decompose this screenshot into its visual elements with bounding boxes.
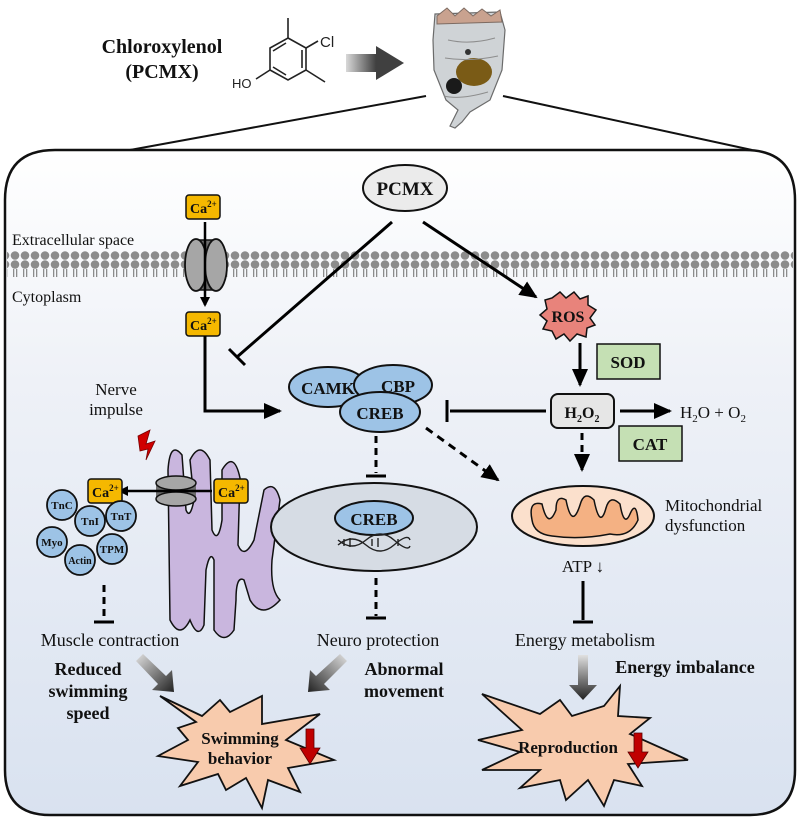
decrease-arrow-icon bbox=[299, 728, 321, 765]
creb-nucleus-label: CREB bbox=[350, 510, 397, 529]
zoom-line-right bbox=[502, 95, 753, 151]
inhibition-bar bbox=[227, 347, 247, 367]
muscle-protein-label: TnC bbox=[51, 500, 72, 512]
chloroxylenol-structure-icon bbox=[255, 18, 326, 83]
neuro-to-swimming-arrow bbox=[308, 654, 347, 692]
muscle-protein-label: TnI bbox=[81, 516, 99, 528]
calcium-to-creb-arrow bbox=[203, 336, 282, 419]
compound-header: Chloroxylenol (PCMX) Cl HO bbox=[102, 7, 753, 151]
water-oxygen-label: H2O + O2 bbox=[680, 403, 746, 425]
decrease-arrow-icon bbox=[627, 732, 649, 769]
h2o2-node: H2O2 bbox=[550, 393, 615, 429]
cbp-label: CBP bbox=[381, 377, 415, 396]
cytoplasm-label: Cytoplasm bbox=[12, 289, 82, 306]
chlorine-label: Cl bbox=[320, 34, 334, 51]
muscle-protein-label: TnT bbox=[111, 511, 132, 523]
muscle-protein-label: TPM bbox=[100, 544, 125, 556]
svg-text:CAT: CAT bbox=[633, 435, 668, 454]
pcmx-node: PCMX bbox=[362, 164, 448, 212]
cat-enzyme: CAT bbox=[618, 425, 683, 462]
creb-to-mito-arrow bbox=[425, 426, 500, 482]
pcmx-inhibits-creb-line bbox=[236, 220, 393, 359]
muscle-protein-tnt bbox=[105, 500, 137, 532]
svg-text:ROS: ROS bbox=[552, 309, 585, 326]
zoom-line-left bbox=[129, 95, 427, 151]
creb-label: CREB bbox=[356, 404, 403, 423]
mitochondrion-icon bbox=[511, 485, 655, 547]
muscle-to-swimming-arrow bbox=[136, 654, 174, 692]
svg-text:H2O2: H2O2 bbox=[565, 405, 600, 425]
muscle-protein-tni bbox=[74, 505, 106, 537]
hydroxyl-label: HO bbox=[232, 76, 252, 91]
calcium-ion-cytoplasm: Ca2+ bbox=[185, 311, 221, 337]
ros-node: ROS bbox=[538, 290, 598, 343]
camk-label: CAMK bbox=[301, 379, 356, 398]
exposure-arrow-icon bbox=[346, 46, 404, 80]
compound-name: Chloroxylenol bbox=[102, 36, 223, 58]
muscle-protein-tpm bbox=[96, 533, 128, 565]
reproduction-label: Reproduction bbox=[518, 738, 618, 757]
calcium-ion-muscle: Ca2+ bbox=[87, 478, 123, 504]
compound-abbrev: (PCMX) bbox=[125, 61, 198, 83]
muscle-protein-actin bbox=[64, 544, 96, 576]
energy-metabolism-label: Energy metabolism bbox=[515, 630, 655, 650]
sod-enzyme: SOD bbox=[596, 343, 661, 380]
muscle-protein-tnc bbox=[46, 489, 78, 521]
creb-complex: CAMK CBP CREB bbox=[288, 364, 433, 433]
pcmx-to-ros-arrow bbox=[422, 220, 538, 299]
er-calcium-channel-icon bbox=[155, 475, 197, 507]
svg-text:PCMX: PCMX bbox=[377, 179, 434, 200]
rotifer-image bbox=[432, 7, 506, 129]
reproduction-burst: Reproduction bbox=[477, 683, 689, 809]
svg-text:Ca2+: Ca2+ bbox=[190, 316, 217, 334]
atp-label: ATP ↓ bbox=[562, 557, 604, 576]
muscle-protein-label: Actin bbox=[68, 556, 92, 567]
cell-panel bbox=[3, 148, 797, 817]
lightning-bolt-icon bbox=[137, 429, 156, 461]
muscle-contraction-label: Muscle contraction bbox=[41, 630, 179, 650]
cell-membrane bbox=[7, 251, 793, 277]
svg-text:Ca2+: Ca2+ bbox=[92, 483, 119, 501]
neuro-protection-label: Neuro protection bbox=[317, 630, 439, 650]
nucleus: CREB bbox=[270, 482, 478, 572]
energy-imbalance-label: Energy imbalance bbox=[615, 657, 755, 677]
calcium-ion-er: Ca2+ bbox=[213, 478, 249, 504]
svg-text:Ca2+: Ca2+ bbox=[190, 199, 217, 217]
muscle-protein-label: Myo bbox=[41, 537, 63, 549]
svg-text:SOD: SOD bbox=[611, 353, 646, 372]
extracellular-label: Extracellular space bbox=[12, 232, 134, 249]
energy-to-reproduction-arrow bbox=[569, 655, 597, 700]
calcium-ion-extracellular: Ca2+ bbox=[185, 194, 221, 220]
muscle-protein-myo bbox=[36, 526, 68, 558]
dna-icon bbox=[337, 533, 411, 552]
svg-text:Ca2+: Ca2+ bbox=[218, 483, 245, 501]
